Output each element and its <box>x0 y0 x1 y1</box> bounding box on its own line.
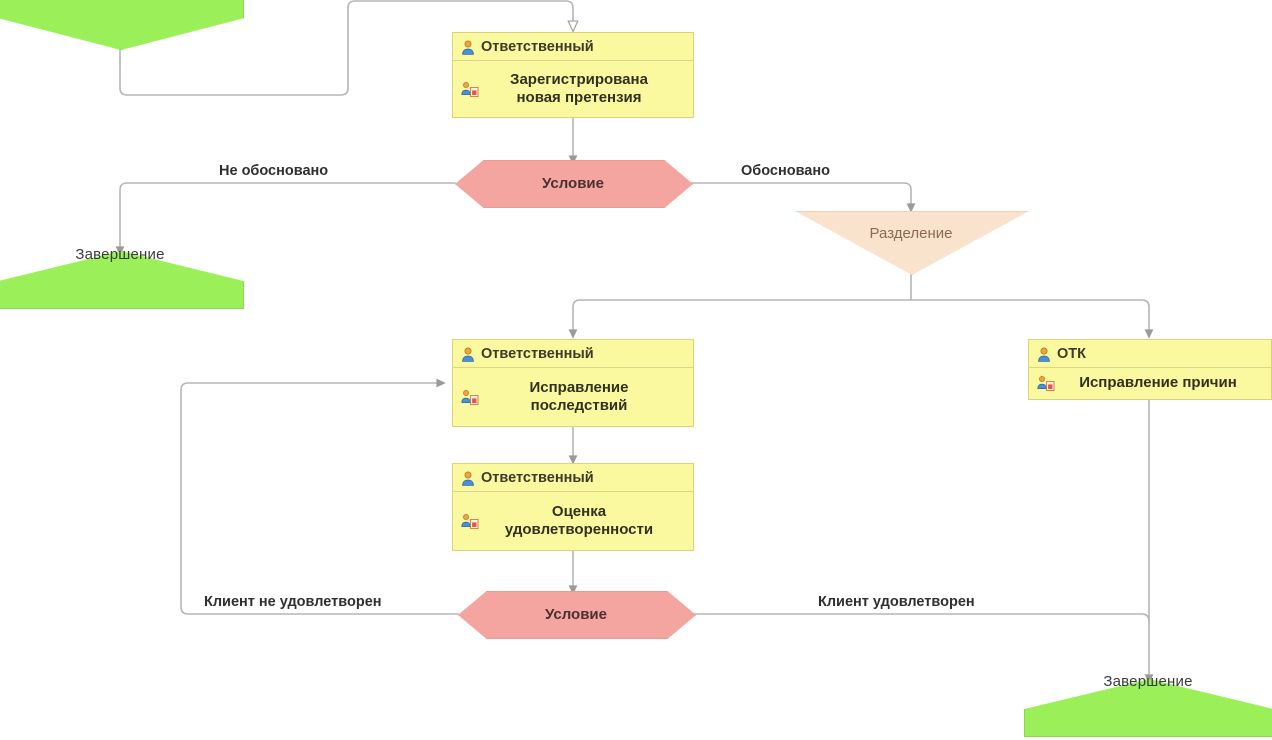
edge-condition1-to-end-left <box>115 182 456 256</box>
person-icon <box>462 471 474 486</box>
edge-label-justified: Обосновано <box>741 163 830 179</box>
node-end-right[interactable]: Завершение <box>1024 673 1272 737</box>
edge-start-to-registered <box>119 0 579 96</box>
condition-shape <box>458 591 696 639</box>
person-task-icon <box>461 81 479 97</box>
person-icon <box>462 347 474 362</box>
node-end-left[interactable]: Завершение <box>0 246 244 309</box>
node-fork-split[interactable]: Разделение <box>795 211 1029 275</box>
end-label: Завершение <box>1103 673 1193 691</box>
task-role-label: Ответственный <box>481 39 594 55</box>
task-title-line1: Зарегистрирована <box>510 70 648 88</box>
task-title-line1: Исправление <box>529 378 629 396</box>
task-title-line1: Исправление причин <box>1079 374 1237 392</box>
end-label: Завершение <box>75 246 165 264</box>
task-body: Исправление последствий <box>453 368 693 426</box>
task-title-line1: Оценка <box>551 502 607 520</box>
node-start[interactable]: Старт <box>0 0 244 50</box>
fork-label: Разделение <box>869 225 953 242</box>
task-title: Исправление причин <box>1055 374 1265 392</box>
task-role-label: ОТК <box>1057 346 1086 362</box>
person-icon <box>462 40 474 55</box>
node-task-consequences[interactable]: Ответственный Исправление последствий <box>452 339 694 427</box>
task-body: Зарегистрирована новая претензия <box>453 61 693 117</box>
condition-label: Условие <box>541 174 604 192</box>
start-shape <box>0 0 244 50</box>
task-header: Ответственный <box>453 464 693 492</box>
edge-fork-to-otk <box>910 299 1154 339</box>
node-condition-justified[interactable]: Условие <box>455 160 693 208</box>
task-title: Оценка удовлетворенности <box>479 503 687 540</box>
task-header: Ответственный <box>453 340 693 368</box>
node-task-registered[interactable]: Ответственный Зарегистрирована новая пре… <box>452 32 694 118</box>
node-task-otk[interactable]: ОТК Исправление причин <box>1028 339 1272 400</box>
task-header: Ответственный <box>453 33 693 61</box>
edge-condition2-to-join <box>690 613 1150 622</box>
edge-label-client-not-satisfied: Клиент не удовлетворен <box>204 594 382 610</box>
edge-label-not-justified: Не обосновано <box>219 163 329 179</box>
node-condition-satisfied[interactable]: Условие <box>458 591 696 639</box>
edge-fork-to-consequences <box>568 299 912 339</box>
task-title-line2: последствий <box>530 397 628 414</box>
person-icon <box>1038 347 1050 362</box>
condition-label: Условие <box>544 605 607 623</box>
task-header: ОТК <box>1029 340 1271 368</box>
condition-shape <box>455 160 693 208</box>
edge-label-client-satisfied: Клиент удовлетворен <box>818 594 975 610</box>
node-task-satisfaction[interactable]: Ответственный Оценка удовлетворенности <box>452 463 694 551</box>
edge-condition2-loop-back <box>180 378 459 615</box>
task-title-line2: новая претензия <box>516 89 642 106</box>
task-title: Зарегистрирована новая претензия <box>479 71 687 108</box>
task-title: Исправление последствий <box>479 379 687 416</box>
person-task-icon <box>461 389 479 405</box>
person-task-icon <box>461 513 479 529</box>
edge-condition1-to-fork <box>690 182 916 213</box>
task-role-label: Ответственный <box>481 470 594 486</box>
person-task-icon <box>1037 376 1055 392</box>
task-body: Исправление причин <box>1029 368 1271 399</box>
task-body: Оценка удовлетворенности <box>453 492 693 550</box>
task-role-label: Ответственный <box>481 346 594 362</box>
task-title-line2: удовлетворенности <box>504 521 654 538</box>
